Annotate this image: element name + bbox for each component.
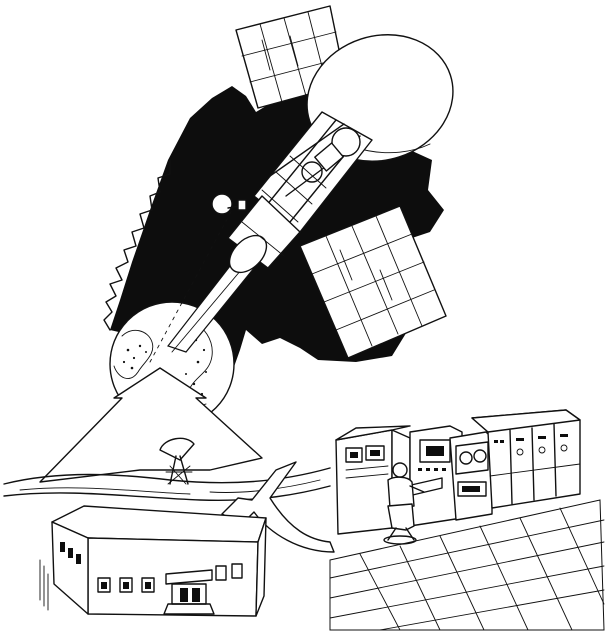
ground-station-building <box>40 506 266 616</box>
tape-drive-unit <box>450 432 492 520</box>
